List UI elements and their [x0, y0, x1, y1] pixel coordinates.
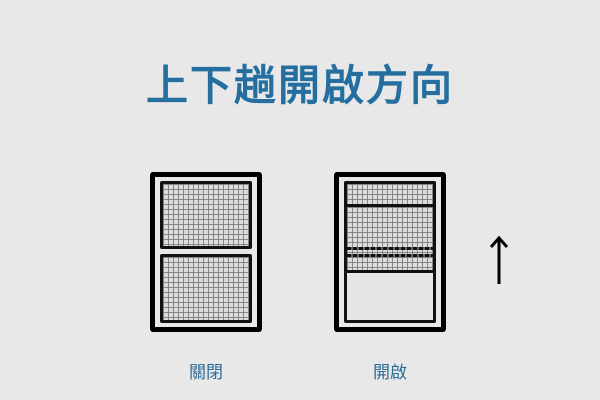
overlap-rail-1	[347, 247, 433, 250]
arrow-up-icon	[489, 235, 509, 284]
overlap-rail-2	[347, 254, 433, 257]
open-lower-area	[344, 270, 436, 323]
window-closed-frame	[150, 172, 262, 332]
open-sash	[344, 181, 436, 323]
upper-sash-screen	[160, 181, 252, 249]
upper-screen	[344, 181, 436, 207]
window-open-frame	[334, 172, 446, 332]
page-title: 上下趟開啟方向	[145, 61, 454, 110]
lower-sash-screen	[160, 254, 252, 323]
stacked-screens	[344, 204, 436, 273]
open-label: 開啟	[373, 363, 407, 383]
closed-label: 關閉	[189, 363, 223, 383]
